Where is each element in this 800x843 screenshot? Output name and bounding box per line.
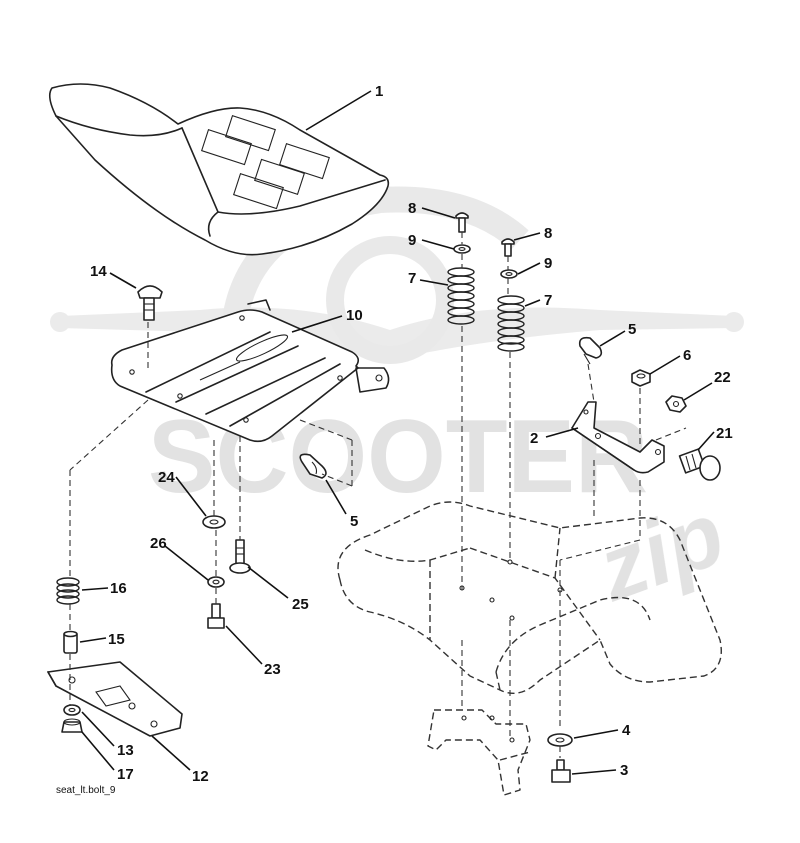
wire-clip-right bbox=[578, 336, 603, 365]
assembly-lines bbox=[69, 232, 687, 758]
seat-bracket bbox=[571, 401, 665, 474]
callout-8-left: 8 bbox=[408, 200, 416, 217]
lock-nut-22 bbox=[665, 395, 687, 413]
watermark-scooter-logo bbox=[50, 186, 744, 364]
callout-12: 12 bbox=[192, 768, 209, 785]
seat-pan bbox=[110, 299, 390, 443]
callout-1: 1 bbox=[375, 83, 383, 100]
callout-15: 15 bbox=[108, 631, 125, 648]
spring-7-right bbox=[497, 295, 525, 352]
callout-5-right: 5 bbox=[628, 321, 636, 338]
nut-13 bbox=[63, 704, 81, 716]
callout-25: 25 bbox=[292, 596, 309, 613]
callout-9-left: 9 bbox=[408, 232, 416, 249]
leader-lines bbox=[79, 90, 715, 775]
shoulder-bolt bbox=[229, 539, 251, 574]
flat-washer bbox=[202, 515, 226, 529]
mount-plate bbox=[47, 661, 183, 737]
callout-labels: 1 2 3 4 5 5 6 7 7 8 8 9 9 10 12 13 14 15… bbox=[90, 83, 733, 785]
hex-bolt-3 bbox=[551, 759, 571, 783]
callout-6: 6 bbox=[683, 347, 691, 364]
tractor-frame bbox=[337, 501, 722, 796]
washer-4 bbox=[547, 733, 573, 747]
hex-bolt-23 bbox=[207, 603, 225, 629]
callout-24: 24 bbox=[158, 469, 175, 486]
callout-26: 26 bbox=[150, 535, 167, 552]
spring-7-left bbox=[447, 267, 475, 325]
carriage-bolt bbox=[137, 285, 163, 321]
callout-13: 13 bbox=[117, 742, 134, 759]
callout-10: 10 bbox=[346, 307, 363, 324]
callout-8-right: 8 bbox=[544, 225, 552, 242]
callout-22: 22 bbox=[714, 369, 731, 386]
hex-nut-6 bbox=[631, 369, 651, 387]
callout-14: 14 bbox=[90, 263, 107, 280]
washer-9-right bbox=[500, 269, 518, 279]
callout-5-left: 5 bbox=[350, 513, 358, 530]
callout-2: 2 bbox=[530, 430, 538, 447]
nut-17 bbox=[61, 718, 83, 733]
callout-7-right: 7 bbox=[544, 292, 552, 309]
washer-9-left bbox=[453, 244, 471, 254]
callout-7-left: 7 bbox=[408, 270, 416, 287]
callout-23: 23 bbox=[264, 661, 281, 678]
wire-clip-left bbox=[299, 453, 327, 479]
callout-4: 4 bbox=[622, 722, 631, 739]
drawing-reference-code: seat_lt.bolt_9 bbox=[56, 785, 116, 796]
callout-3: 3 bbox=[620, 762, 628, 779]
seat-cushion bbox=[48, 83, 390, 256]
callout-9-right: 9 bbox=[544, 255, 552, 272]
callout-21: 21 bbox=[716, 425, 733, 442]
spacer bbox=[63, 630, 78, 654]
spring-small bbox=[56, 577, 80, 605]
lock-washer bbox=[207, 576, 225, 588]
callout-17: 17 bbox=[117, 766, 134, 783]
callout-16: 16 bbox=[110, 580, 127, 597]
shoulder-bolt-21 bbox=[678, 448, 721, 481]
